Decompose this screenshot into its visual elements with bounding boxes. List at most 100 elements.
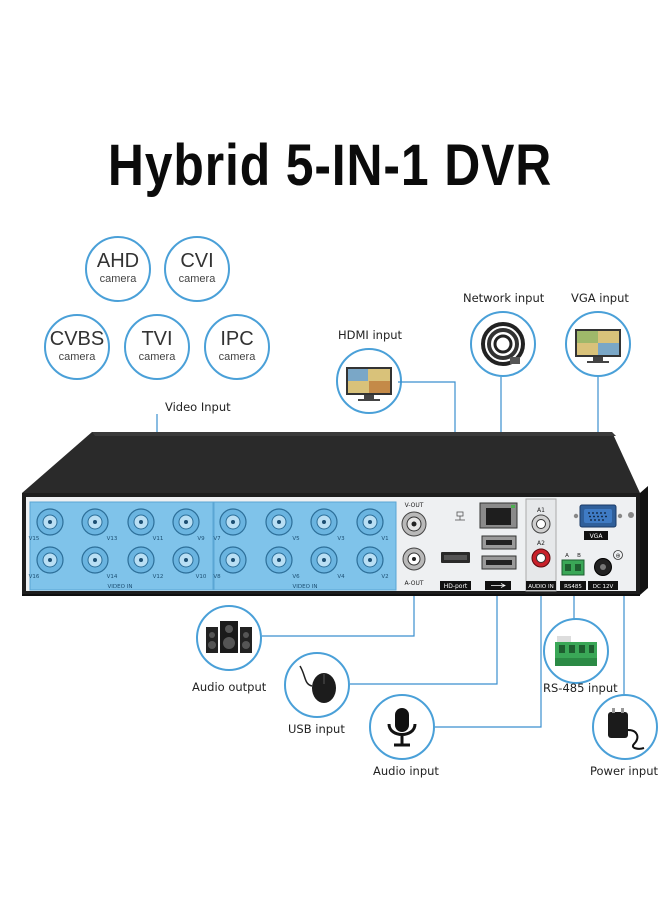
camera-type-sub: camera [218,351,256,363]
bnc-connector-pin [184,558,188,562]
power-adapter-icon [592,694,658,760]
bnc-connector [127,508,155,536]
hdmi-input-label: HDMI input [338,328,403,342]
dc12v-text: DC 12V [593,584,614,590]
rs485-module-icon [543,618,609,684]
hdmi-monitor-icon [336,348,402,414]
bnc-connector-pin [139,520,143,524]
bnc-connector-pin [48,558,52,562]
a1-text: A1 [537,507,545,514]
bnc-channel-label: V12 [153,574,164,580]
bnc-connector-inner [316,552,332,568]
bnc-connector-pin [184,520,188,524]
bnc-connector [36,508,64,536]
bnc-connector-inner [271,552,287,568]
bnc-connector [81,508,109,536]
bnc-channel-label: V5 [292,536,300,542]
usb-mouse-icon [284,652,350,718]
camera-type-sub: camera [138,351,176,363]
camera-type-name: TVI [141,328,173,350]
bnc-connector-inner [316,514,332,530]
rs485-text: RS485 [564,584,582,590]
bnc-channel-label: V13 [107,536,118,542]
audio-output-label: Audio output [192,680,267,694]
camera-type-cvbs: CVBS camera [44,314,110,380]
v-out-text: V-OUT [405,502,424,509]
bnc-connector [81,546,109,574]
rs485-a-text: A [565,553,569,559]
bnc-connector-inner [362,514,378,530]
bnc-channel-label: V1 [381,536,388,542]
vga-input-label: VGA input [571,291,629,305]
bnc-connector-inner [225,514,241,530]
bnc-connector [310,508,338,536]
bnc-connector-inner [42,552,58,568]
bnc-connector-inner [225,552,241,568]
camera-type-name: IPC [220,328,254,350]
usb-input-label: USB input [288,722,345,736]
bnc-connector-pin [277,520,281,524]
bnc-connector-pin [277,558,281,562]
bnc-connector-inner [178,552,194,568]
bnc-connector [219,546,247,574]
bnc-channel-label: V16 [29,574,40,580]
bnc-connector [265,546,293,574]
bnc-connector [172,508,200,536]
bnc-channel-label: V8 [213,574,221,580]
audio-input-label: Audio input [373,764,439,778]
bnc-connector [127,546,155,574]
vga-text: VGA [590,533,604,540]
bnc-connector [265,508,293,536]
bnc-connector [356,508,384,536]
bnc-connector [219,508,247,536]
video-input-label: Video Input [165,400,231,414]
bnc-connector-inner [133,514,149,530]
bnc-connector-pin [231,520,235,524]
bnc-channel-label: V7 [213,536,221,542]
camera-type-ahd: AHD camera [85,236,151,302]
bnc-connector [36,546,64,574]
bnc-connector [172,546,200,574]
video-in-text-left: VIDEO IN [108,584,133,590]
vga-monitor-icon [565,311,631,377]
bnc-connector-pin [93,558,97,562]
bnc-channel-label: V11 [153,536,164,542]
camera-type-name: AHD [96,250,140,272]
camera-type-ipc: IPC camera [204,314,270,380]
hd-port-text: HD-port [444,583,468,590]
bnc-connector-inner [87,552,103,568]
bnc-channel-label: V15 [29,536,40,542]
bnc-channel-label: V10 [196,574,207,580]
bnc-channel-label: V3 [337,536,345,542]
bnc-connector-inner [362,552,378,568]
bnc-connector-pin [139,558,143,562]
speaker-icon [196,605,262,671]
bnc-connector-pin [231,558,235,562]
bnc-connector-inner [271,514,287,530]
bnc-channel-label: V2 [381,574,388,580]
bnc-connector-pin [93,520,97,524]
camera-type-tvi: TVI camera [124,314,190,380]
bnc-connector [310,546,338,574]
bnc-channel-label: V4 [337,574,345,580]
page-title: Hybrid 5-IN-1 DVR [107,133,553,198]
network-cable-icon [470,311,536,377]
bnc-connector-inner [178,514,194,530]
bnc-connector-pin [48,520,52,524]
camera-type-sub: camera [99,273,137,285]
svg-text:⊕: ⊕ [615,553,620,560]
network-input-label: Network input [463,291,545,305]
bnc-connector-pin [368,520,372,524]
audio-in-text: AUDIO IN [528,584,553,590]
bnc-channel-label: V6 [292,574,300,580]
rs485-input-label: RS-485 input [543,681,618,695]
camera-type-sub: camera [58,351,96,363]
microphone-icon [369,694,435,760]
camera-type-name: CVBS [49,328,105,350]
bnc-connector-inner [42,514,58,530]
bnc-channel-label: V14 [107,574,118,580]
bnc-connector-inner [87,514,103,530]
bnc-channel-label: V9 [197,536,205,542]
a2-text: A2 [537,540,545,547]
